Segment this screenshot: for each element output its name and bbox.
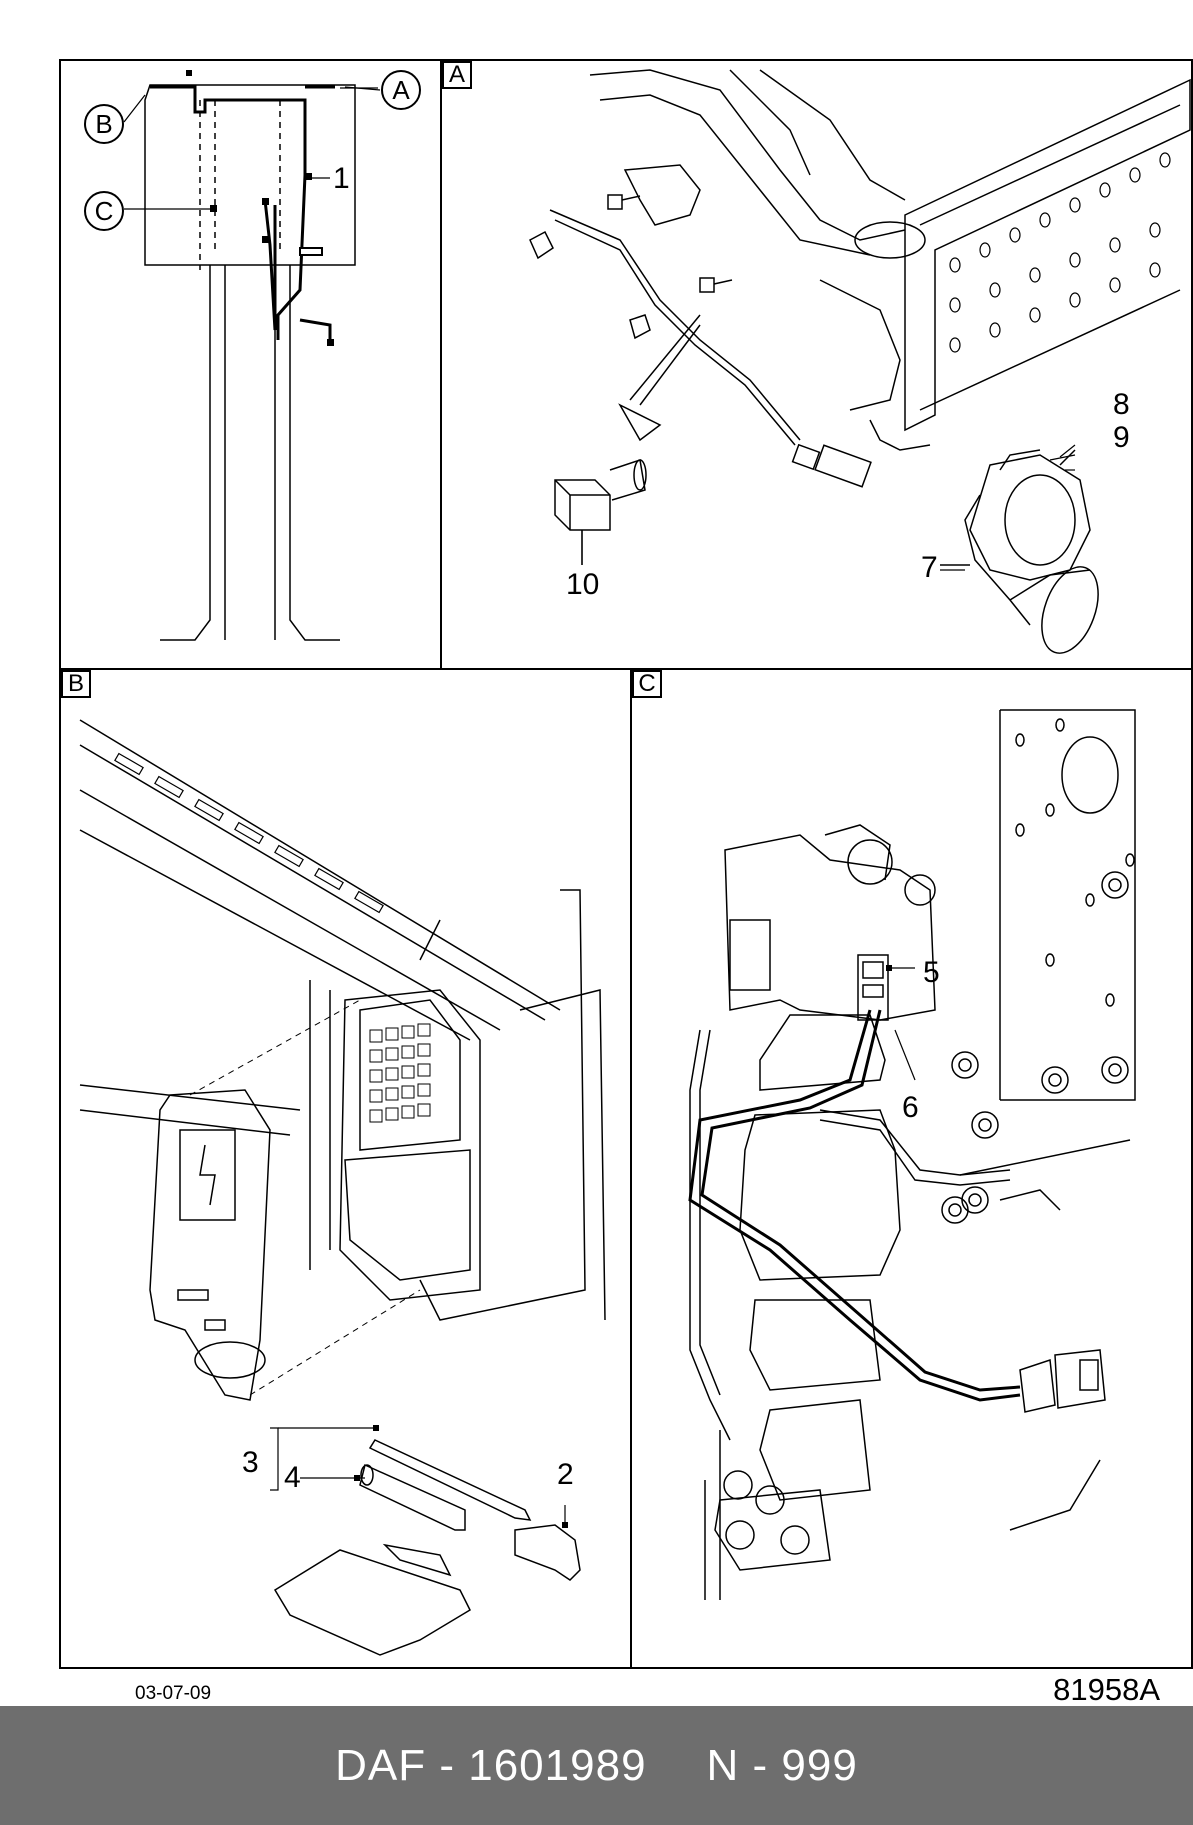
- callout-2: 2: [557, 1458, 574, 1491]
- panel-a-cable: [549, 209, 872, 488]
- panel-a-bracket: [589, 69, 931, 451]
- part-7-horn: [940, 449, 1099, 654]
- panel-c-valve-body: [724, 824, 936, 1021]
- callout-10: 10: [566, 568, 600, 601]
- overview-wiring: [150, 85, 335, 345]
- panel-a-clips: [529, 194, 733, 340]
- panel-b-slots: [114, 752, 384, 914]
- overview-markers: [186, 70, 334, 346]
- panel-overview-frame: [59, 59, 442, 670]
- panel-c-air-bellow: [704, 1014, 901, 1600]
- panel-c-sensor-cable: [688, 1009, 1021, 1402]
- part-number: DAF - 1601989: [335, 1741, 647, 1790]
- panel-b-tag: B: [61, 670, 91, 698]
- panel-a-tag: A: [442, 61, 472, 89]
- panel-a-leaders: [1049, 454, 1076, 461]
- callout-9: 9: [1113, 421, 1130, 454]
- panel-c-frame-rail: [999, 709, 1136, 1101]
- callout-4: 4: [284, 1461, 301, 1494]
- part-10-bolt: [554, 459, 647, 565]
- panel-c-tag: C: [632, 670, 662, 698]
- callout-overview-b: B: [84, 104, 124, 144]
- panel-b-leaders: [270, 1427, 566, 1525]
- panel-c-markers: [886, 965, 892, 971]
- part-reference-bar: DAF - 1601989 N - 999: [0, 1706, 1193, 1825]
- callout-3: 3: [242, 1446, 259, 1479]
- callout-6: 6: [902, 1091, 919, 1124]
- panel-c-pipes: [689, 1029, 1131, 1531]
- panel-a-arrow: [618, 314, 701, 442]
- panel-c-leaders: [888, 967, 916, 1081]
- panel-a-frame-rail: [904, 78, 1191, 432]
- panel-b-cover: [149, 1089, 271, 1401]
- panel-a-leaders-extra: [581, 444, 1076, 571]
- panel-c-connector: [1019, 1349, 1106, 1413]
- panel-b-dashed: [189, 999, 421, 1396]
- drawing-date: 03-07-09: [135, 1683, 212, 1704]
- overview-cab-outline: [144, 84, 356, 641]
- drawing-code: 81958A: [1053, 1672, 1160, 1707]
- panel-a-holes: [949, 152, 1171, 353]
- callout-8: 8: [1113, 388, 1130, 421]
- panel-b-tools: [273, 1439, 581, 1656]
- callout-overview-a: A: [381, 70, 421, 110]
- callout-7: 7: [921, 551, 938, 584]
- panel-c-sensor: [857, 954, 889, 1021]
- panel-b-fuse-box: [339, 989, 481, 1301]
- panel-c-frame: [630, 668, 1193, 1669]
- panel-b-structure: [79, 719, 606, 1321]
- callout-5: 5: [923, 956, 940, 989]
- variant-code: N - 999: [706, 1741, 858, 1790]
- panel-c-bolts: [941, 871, 1129, 1224]
- panel-b-fuse-grid: [369, 1023, 431, 1123]
- callout-overview-c: C: [84, 191, 124, 231]
- panel-b-markers: [354, 1425, 568, 1528]
- callout-1: 1: [333, 162, 350, 195]
